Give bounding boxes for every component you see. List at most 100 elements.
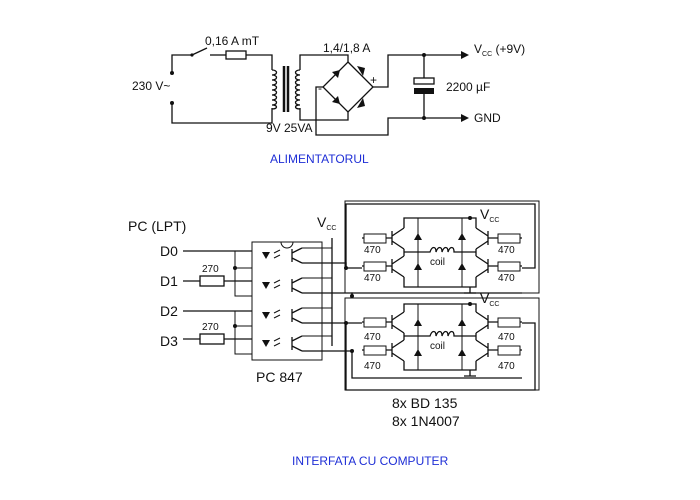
h2-transistor-top-left xyxy=(391,311,405,334)
switch-pivot xyxy=(190,53,194,57)
h1-coil xyxy=(404,246,476,253)
wire-fuse-primary xyxy=(246,54,273,70)
bridge-outline xyxy=(322,61,374,113)
optocoupler-label: PC 847 xyxy=(256,369,303,385)
opto-transistor-2 xyxy=(291,277,303,294)
opto-led-3 xyxy=(262,312,270,319)
transformer-label: 9V 25VA xyxy=(266,121,312,135)
h1-transistor-bottom-left xyxy=(391,255,405,278)
driver-resistor-7 xyxy=(497,317,521,328)
opto-channel-2 xyxy=(262,277,303,294)
opto-return-4 xyxy=(234,326,252,355)
capacitor-plate-bottom xyxy=(414,88,434,94)
h1-base-wires-left xyxy=(386,237,392,267)
interface-caption: INTERFATA CU COMPUTER xyxy=(292,454,449,468)
data-line-d0: D0 xyxy=(160,243,178,259)
opto-led-4 xyxy=(262,340,270,347)
input-resistor-1 xyxy=(199,275,225,287)
h-bridge-1: 470 470 coil 470 470 VCC xyxy=(362,206,522,294)
h2-transistor-bottom-right xyxy=(475,339,489,362)
h2-resistor-leads xyxy=(362,321,522,351)
opto-channel-4 xyxy=(262,335,303,352)
capacitor-label: 2200 µF xyxy=(446,80,490,94)
opto-return-2 xyxy=(234,268,252,297)
opto-channel-3 xyxy=(262,307,303,324)
driver-resistor-2 xyxy=(363,261,387,272)
junction-dot xyxy=(344,321,348,325)
h2-ground-symbol xyxy=(464,370,476,377)
driver-resistor-1 xyxy=(363,233,387,244)
junction-dot xyxy=(350,349,354,353)
vcc-output-label: VCC (+9V) xyxy=(474,42,525,58)
opto-light-4 xyxy=(273,337,281,347)
mains-switch xyxy=(191,47,208,56)
fuse xyxy=(225,50,247,60)
coil-1-label: coil xyxy=(430,257,445,268)
opto-channel-1 xyxy=(262,247,303,264)
bridge-diode-4 xyxy=(357,98,365,108)
driver-resistor-4 xyxy=(497,261,521,272)
driver-resistor-8 xyxy=(497,345,521,356)
transformer-secondary-coil xyxy=(294,69,301,110)
junction-dot xyxy=(344,266,348,270)
driver-resistor-4-label: 470 xyxy=(498,273,515,284)
interface-circuit: PC (LPT) D0 D1 D2 D3 270 270 xyxy=(128,200,540,391)
driver-resistor-6 xyxy=(363,345,387,356)
driver-resistor-5 xyxy=(363,317,387,328)
h2-base-wires-left xyxy=(386,321,392,351)
opto-transistor-1 xyxy=(291,247,303,264)
ground-bus-2 xyxy=(351,351,522,379)
h1-bridge-wires xyxy=(403,217,477,288)
parts-list-transistors: 8x BD 135 xyxy=(392,395,458,411)
opto-light-3 xyxy=(273,309,281,319)
wire-secondary-bottom xyxy=(299,108,349,121)
wire-secondary-top xyxy=(299,54,349,70)
h2-base-wires-right xyxy=(488,321,498,351)
h1-transistor-top-left xyxy=(391,227,405,250)
bridge-diode-3 xyxy=(332,96,340,104)
lpt-port-label: PC (LPT) xyxy=(128,218,186,234)
feedback-loop-1 xyxy=(345,203,536,269)
vcc-rail xyxy=(373,54,465,88)
driver-resistor-7-label: 470 xyxy=(498,332,515,343)
driver-resistor-3-label: 470 xyxy=(498,245,515,256)
opto-transistor-3 xyxy=(291,307,303,324)
mains-voltage-label: 230 V~ xyxy=(132,79,170,93)
h2-transistor-top-right xyxy=(475,311,489,334)
h2-transistor-bottom-left xyxy=(391,339,405,362)
optocoupler-notch xyxy=(280,241,294,249)
h1-base-wires-right xyxy=(488,237,498,267)
h-bridge-box-1 xyxy=(344,200,540,294)
input-resistor-1-label: 270 xyxy=(202,264,219,275)
driver-resistor-8-label: 470 xyxy=(498,361,515,372)
capacitor-plate-top xyxy=(413,77,435,85)
bridge-diode-2 xyxy=(357,66,365,76)
driver-resistor-5-label: 470 xyxy=(364,332,381,343)
h1-transistor-bottom-right xyxy=(475,255,489,278)
opto-return-1 xyxy=(234,251,252,269)
input-resistor-2 xyxy=(199,333,225,345)
h-bridge-box-2 xyxy=(344,297,540,391)
opto-transistor-4 xyxy=(291,335,303,352)
junction-dot xyxy=(233,266,237,270)
h2-diode-wires xyxy=(417,304,463,370)
vcc-label-bridge-2: VCC xyxy=(480,290,499,308)
power-supply-circuit: 230 V~ 0,16 A mT 9V 25VA + - xyxy=(132,34,525,136)
parts-list-diodes: 8x 1N4007 xyxy=(392,413,460,429)
coil-2-label: coil xyxy=(430,341,445,352)
optocoupler-body xyxy=(251,241,323,361)
opto-led-1 xyxy=(262,252,270,259)
bridge-diode-1 xyxy=(332,70,340,78)
vcc-output-arrow xyxy=(461,51,469,59)
h1-transistor-top-right xyxy=(475,227,489,250)
power-supply-caption: ALIMENTATORUL xyxy=(270,152,369,166)
opto-led-2 xyxy=(262,282,270,289)
h2-coil xyxy=(404,330,476,337)
opto-collector-wires xyxy=(302,247,332,337)
bridge-plus-label: + xyxy=(370,73,377,87)
vcc-label-opto: VCC xyxy=(317,214,336,232)
junction-dot xyxy=(350,294,354,298)
opto-light-1 xyxy=(273,249,281,259)
opto-return-3 xyxy=(234,311,252,327)
